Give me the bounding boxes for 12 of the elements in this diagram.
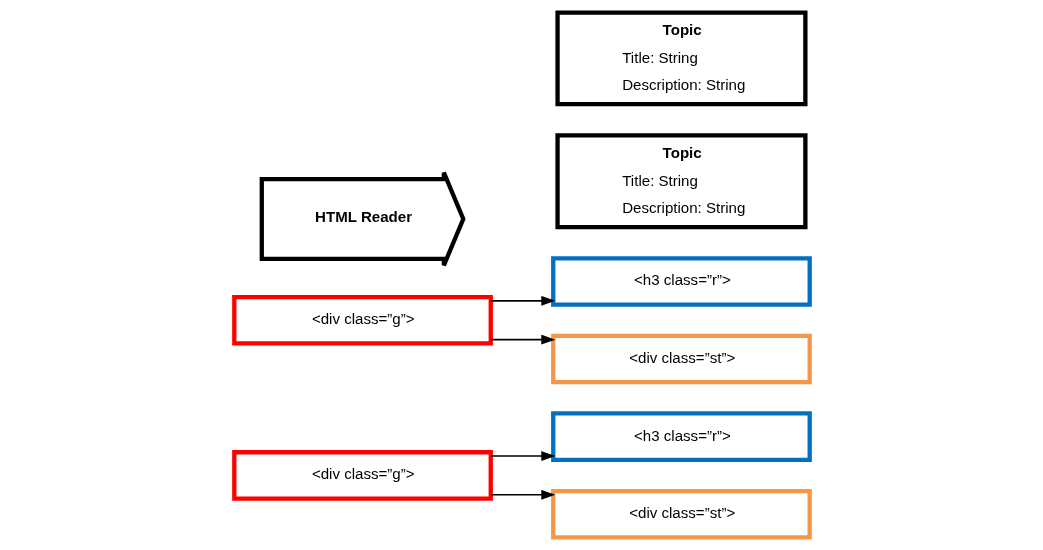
node-box: <h3 class=”r”> [550,411,812,462]
node-box: Topic Title: String Description: String [554,133,808,230]
node-box: <div class=”g”> [231,450,493,501]
node-box: <h3 class=”r”> [550,256,812,307]
arrow [489,451,555,461]
arrow [489,295,555,306]
node-box: <div class=”st”> [550,488,812,540]
node-box: Topic Title: String Description: String [554,10,808,107]
arrow [489,489,555,500]
node-box: <div class=”g”> [231,294,493,346]
node-box: <div class=”st”> [550,333,812,385]
arrow [489,334,555,345]
